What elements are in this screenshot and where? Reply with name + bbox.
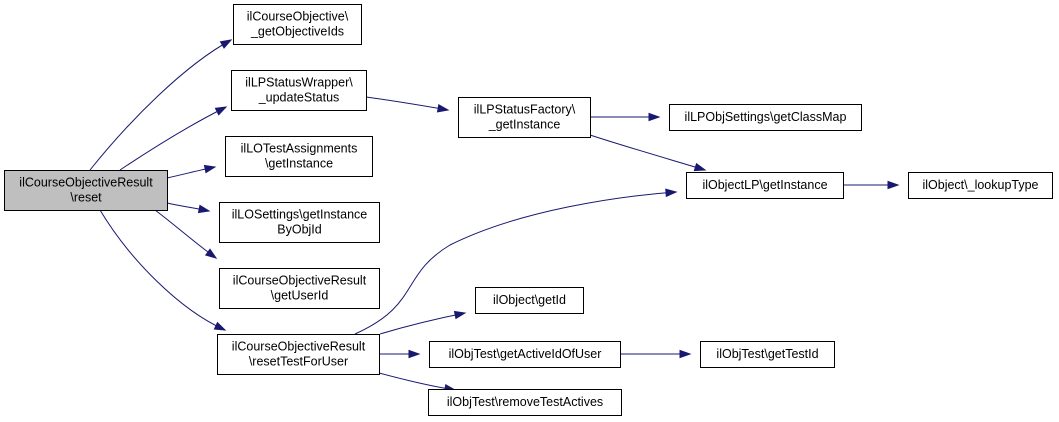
edge-root-to-getUserId-arrowhead: [204, 248, 218, 259]
edge-lpStatusFactory-to-getClassMap-arrowhead: [648, 112, 661, 122]
node-label-line: ilObjTest\removeTestActives: [447, 395, 603, 409]
edge-resetTestForUser-to-objectLP-arrowhead: [665, 188, 678, 198]
node-box[interactable]: [231, 70, 367, 111]
edge-root-to-updateStatus: [119, 106, 227, 171]
edge-line: [89, 39, 232, 171]
node-root[interactable]: ilCourseObjectiveResult\reset: [4, 170, 168, 211]
edge-line: [379, 312, 466, 335]
node-box[interactable]: [4, 170, 168, 211]
node-lookupType[interactable]: ilObject\_lookupType: [908, 172, 1053, 199]
node-box[interactable]: [428, 389, 622, 416]
node-label-line: ilObjectLP\getInstance: [702, 178, 827, 192]
edge-root-to-getObjectiveIds: [89, 39, 232, 171]
edge-resetTestForUser-to-getId: [379, 312, 466, 335]
node-label-line: ilLPObjSettings\getClassMap: [685, 110, 847, 124]
node-label-line: ilLPStatusFactory\: [474, 103, 576, 117]
edge-root-to-loTestAssignments-arrowhead: [203, 164, 217, 174]
node-getObjectiveIds[interactable]: ilCourseObjective\_getObjectiveIds: [233, 4, 362, 45]
edge-resetTestForUser-to-objectLP: [354, 191, 677, 335]
edge-line: [154, 209, 217, 259]
edge-updateStatus-to-lpStatusFactory-arrowhead: [436, 103, 450, 113]
node-label-line: ilObjTest\getActiveIdOfUser: [449, 347, 602, 361]
node-label-line: ilLOSettings\getInstance: [232, 208, 368, 222]
node-box[interactable]: [233, 4, 362, 45]
edge-resetTestForUser-to-getActiveId-arrowhead: [408, 349, 421, 359]
node-label-line: ilObject\getId: [493, 293, 566, 307]
node-label-line: ilLOTestAssignments: [241, 142, 358, 156]
node-label-line: _getInstance: [488, 118, 561, 132]
edge-root-to-resetTestForUser: [99, 209, 226, 331]
edge-root-to-resetTestForUser-arrowhead: [213, 321, 227, 331]
edge-lpStatusFactory-to-objectLP: [589, 134, 706, 171]
edge-resetTestForUser-to-getId-arrowhead: [453, 310, 467, 320]
edge-root-to-getUserId: [154, 209, 217, 259]
edge-root-to-getObjectiveIds-arrowhead: [219, 39, 233, 49]
node-getId[interactable]: ilObject\getId: [475, 287, 584, 314]
node-removeTestActives[interactable]: ilObjTest\removeTestActives: [428, 389, 622, 416]
edge-line: [99, 209, 226, 331]
edge-objectLP-to-lookupType-arrowhead: [887, 180, 900, 190]
node-label-line: \getUserId: [271, 289, 329, 303]
node-label-line: _updateStatus: [258, 91, 340, 105]
node-box[interactable]: [908, 172, 1053, 199]
node-box[interactable]: [219, 268, 380, 309]
edge-resetTestForUser-to-removeTestActives: [378, 372, 456, 391]
node-box[interactable]: [225, 136, 373, 177]
node-label-line: \resetTestForUser: [249, 355, 348, 369]
node-label-line: ilLPStatusWrapper\: [245, 76, 353, 90]
edge-line: [378, 372, 456, 391]
node-getTestId[interactable]: ilObjTest\getTestId: [700, 341, 835, 368]
edge-root-to-updateStatus-arrowhead: [214, 106, 228, 116]
edge-updateStatus-to-lpStatusFactory: [365, 96, 449, 111]
node-getActiveId[interactable]: ilObjTest\getActiveIdOfUser: [429, 341, 621, 368]
edge-line: [354, 191, 677, 335]
node-label-line: ilObjTest\getTestId: [716, 347, 818, 361]
node-objectLP[interactable]: ilObjectLP\getInstance: [686, 172, 844, 199]
edge-root-to-loSettings-arrowhead: [197, 204, 211, 214]
node-box[interactable]: [458, 97, 591, 138]
node-getClassMap[interactable]: ilLPObjSettings\getClassMap: [669, 104, 862, 131]
node-label-line: \reset: [70, 191, 102, 205]
node-box[interactable]: [475, 287, 584, 314]
node-box[interactable]: [217, 334, 380, 375]
node-label-line: _getObjectiveIds: [250, 25, 344, 39]
node-resetTestForUser[interactable]: ilCourseObjectiveResult\resetTestForUser: [217, 334, 380, 375]
node-box[interactable]: [686, 172, 844, 199]
edge-lpStatusFactory-to-objectLP-arrowhead: [693, 162, 707, 172]
node-label-line: ilCourseObjective\: [247, 10, 349, 24]
node-box[interactable]: [700, 341, 835, 368]
edge-line: [365, 96, 449, 111]
edge-line: [119, 106, 227, 171]
edge-getActiveId-to-getTestId-arrowhead: [679, 349, 692, 359]
node-box[interactable]: [219, 202, 380, 243]
node-label-line: ilObject\_lookupType: [922, 178, 1038, 192]
node-label-line: ilCourseObjectiveResult: [233, 274, 367, 288]
node-label-line: ilCourseObjectiveResult: [19, 176, 153, 190]
node-loTestAssignments[interactable]: ilLOTestAssignments\getInstance: [225, 136, 373, 177]
node-box[interactable]: [429, 341, 621, 368]
node-updateStatus[interactable]: ilLPStatusWrapper\_updateStatus: [231, 70, 367, 111]
node-label-line: ByObjId: [277, 223, 322, 237]
node-box[interactable]: [669, 104, 862, 131]
node-label-line: \getInstance: [265, 157, 333, 171]
node-label-line: ilCourseObjectiveResult: [232, 340, 366, 354]
node-lpStatusFactory[interactable]: ilLPStatusFactory\_getInstance: [458, 97, 591, 138]
edge-line: [589, 134, 706, 171]
node-getUserId[interactable]: ilCourseObjectiveResult\getUserId: [219, 268, 380, 309]
